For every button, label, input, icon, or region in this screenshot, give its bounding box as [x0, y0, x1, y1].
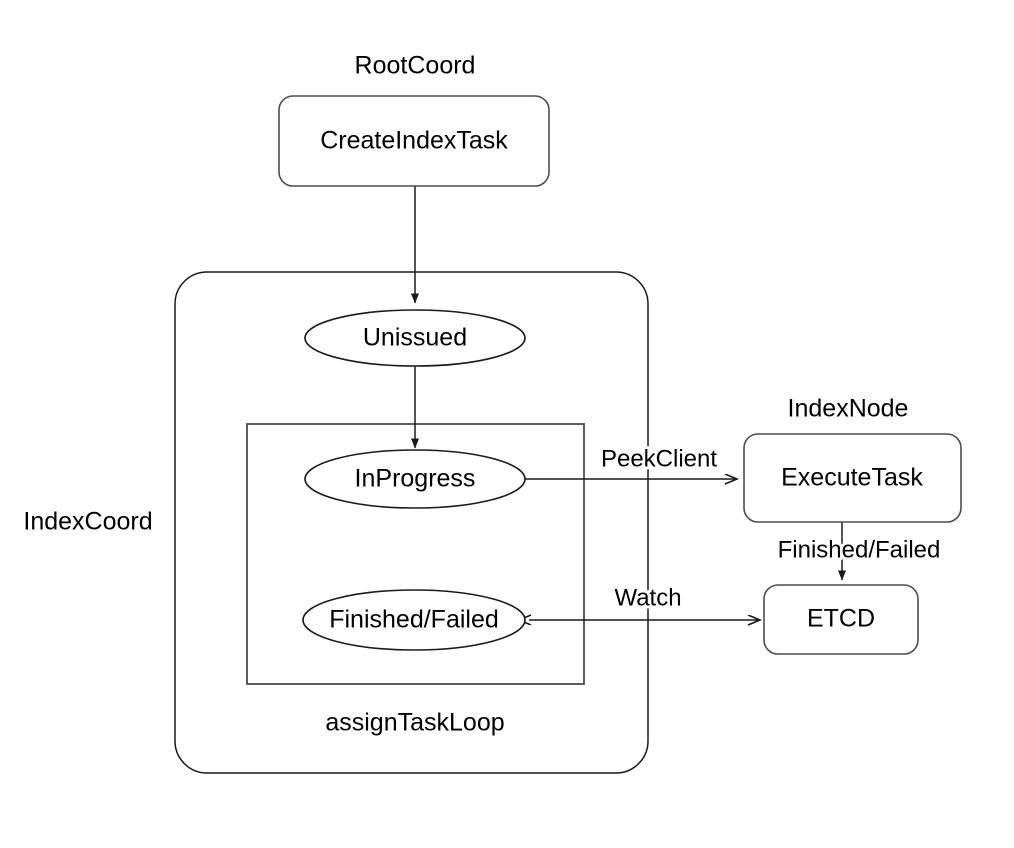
edge-inprogress-to-execute: PeekClient [525, 442, 737, 479]
rootcoord-label: RootCoord [355, 52, 476, 80]
inprogress-label: InProgress [355, 465, 476, 493]
create-index-task-label: CreateIndexTask [320, 127, 508, 155]
edge-execute-to-etcd: Finished/Failed [775, 522, 943, 581]
finished-failed-state-label: Finished/Failed [329, 606, 499, 634]
group-indexcoord: IndexCoord [23, 271, 649, 774]
assigntaskloop-label: assignTaskLoop [325, 709, 504, 737]
unissued-shape[interactable] [304, 309, 526, 367]
etcd-label: ETCD [807, 605, 875, 633]
group-indexnode: IndexNode [788, 395, 909, 423]
edge-label-watch: Watch [614, 584, 681, 611]
node-unissued[interactable]: Unissued [304, 309, 526, 367]
etcd-shape[interactable] [763, 584, 919, 655]
finished-failed-state-shape[interactable] [302, 589, 526, 651]
inprogress-shape[interactable] [304, 449, 526, 509]
node-etcd[interactable]: ETCD [763, 584, 919, 655]
indexcoord-label: IndexCoord [23, 508, 152, 536]
indexnode-label: IndexNode [788, 395, 909, 423]
unissued-label: Unissued [363, 324, 467, 352]
edge-label-peekclient: PeekClient [601, 445, 717, 472]
indexcoord-container-shape [174, 271, 649, 774]
node-inprogress[interactable]: InProgress [304, 449, 526, 509]
edge-etcd-to-finished: Watch [529, 581, 760, 620]
node-execute-task[interactable]: ExecuteTask [743, 433, 962, 523]
create-index-task-shape[interactable] [278, 95, 550, 187]
execute-task-label: ExecuteTask [781, 464, 923, 492]
node-create-index-task[interactable]: CreateIndexTask [278, 95, 550, 187]
node-finished-failed-state[interactable]: Finished/Failed [302, 589, 526, 651]
edge-label-finished-failed: Finished/Failed [778, 536, 941, 563]
group-rootcoord: RootCoord [355, 52, 476, 80]
execute-task-shape[interactable] [743, 433, 962, 523]
